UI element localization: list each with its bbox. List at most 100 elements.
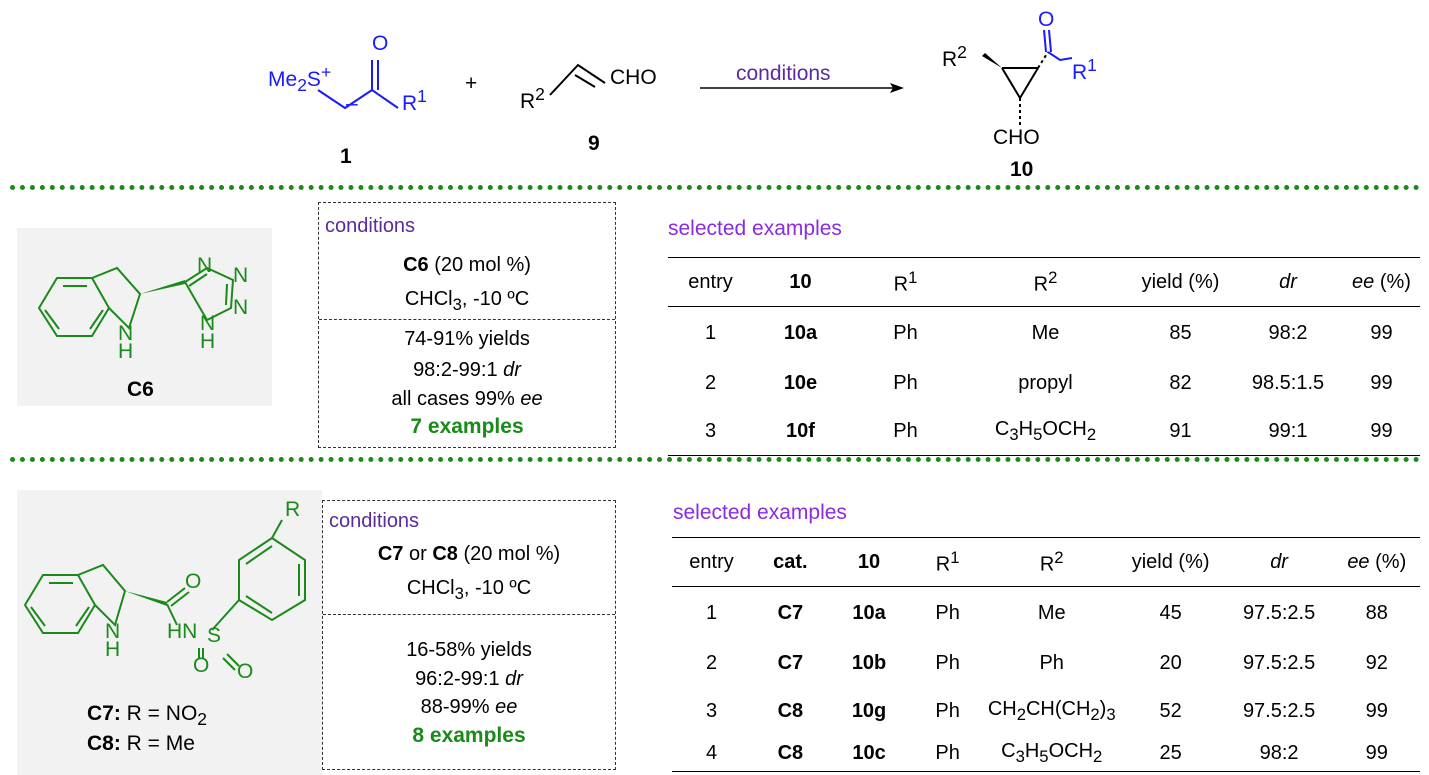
- selected-examples-title-1: selected examples: [668, 217, 842, 240]
- table-cell: 97.5:2.5: [1242, 651, 1316, 674]
- table-cell: Ph: [848, 407, 963, 456]
- table-cell: 99: [1343, 407, 1420, 456]
- compound-10-label: 10: [1010, 158, 1034, 181]
- table-header-cell: dr: [1233, 257, 1343, 307]
- table-cell: Me: [1037, 601, 1066, 624]
- aryl-r: R: [285, 498, 301, 521]
- table-cell: 25: [1116, 735, 1225, 772]
- table-cell: C3H5OCH2: [986, 735, 1117, 772]
- table-cell: C8: [751, 735, 830, 772]
- tetrazole-n2: N: [233, 264, 249, 287]
- table-cell: 98:2: [1268, 321, 1308, 344]
- conditions-catalyst: C6 (20 mol %): [403, 254, 531, 276]
- conditions-examples: 7 examples: [410, 415, 524, 438]
- conditions-yields: 16-58% yields: [406, 639, 532, 661]
- table-cell: 4: [672, 735, 751, 772]
- tetrazole-h: H: [200, 330, 216, 353]
- table-cell: 10g: [851, 699, 887, 722]
- conditions-yields: 74-91% yields: [404, 328, 530, 350]
- conditions-catalyst: C7 or C8 (20 mol %): [377, 543, 561, 565]
- ylide-sulfonium: Me2S+: [268, 62, 332, 96]
- sulfonyl-o2: O: [237, 660, 254, 683]
- table-cell: C7: [777, 651, 804, 674]
- table-cell: 3: [668, 407, 753, 456]
- product-r2: R2: [942, 42, 967, 71]
- tetrazole-n1: N: [197, 254, 213, 277]
- table-cell: 10a: [783, 321, 818, 344]
- table-cell: 98.5:1.5: [1251, 371, 1325, 394]
- table-cell: C3H5OCH2: [963, 407, 1128, 456]
- amide-oxygen: O: [185, 570, 202, 593]
- table-cell: 2: [705, 651, 718, 674]
- table-header-cell: yield (%): [1128, 257, 1233, 307]
- table-cell: 99: [1370, 321, 1393, 344]
- indoline-h: H: [118, 340, 134, 363]
- ylide-charge: –: [346, 92, 358, 115]
- sulfonyl-s: S: [207, 624, 222, 647]
- table-header-cell: entry: [672, 537, 751, 587]
- ylide-bonds: [317, 60, 399, 110]
- compound-9-label: 9: [588, 132, 600, 155]
- conditions-dr: 96:2-99:1 dr: [415, 668, 523, 690]
- table-header-cell: R1: [848, 257, 963, 307]
- compound-1-label: 1: [340, 145, 352, 168]
- catalyst-c8-label: C8: R = Me: [87, 732, 195, 755]
- table-cell: 1: [705, 601, 718, 624]
- table-header-cell: 10: [753, 257, 848, 307]
- sulfonyl-o1: O: [193, 654, 210, 677]
- conditions-separator: [323, 614, 615, 615]
- table-cell: 97.5:2.5: [1242, 601, 1316, 624]
- table-cell: CH2CH(CH2)3: [987, 697, 1116, 724]
- conditions-solvent: CHCl3, -10 ºC: [406, 577, 532, 603]
- table-cell: 99: [1333, 735, 1420, 772]
- table-header-cell: entry: [668, 257, 753, 307]
- tetrazole-n4: N: [200, 312, 216, 335]
- conditions-separator: [319, 319, 615, 320]
- table-cell: 45: [1159, 601, 1182, 624]
- selected-examples-title-2: selected examples: [673, 501, 847, 524]
- table-cell: 52: [1159, 699, 1182, 722]
- table-cell: 97.5:2.5: [1242, 699, 1316, 722]
- conditions-examples: 8 examples: [412, 724, 526, 747]
- table-header-cell: ee (%): [1343, 257, 1420, 307]
- table-cell: 10c: [829, 735, 909, 772]
- table-header-cell: ee (%): [1333, 537, 1420, 587]
- divider-top: [10, 185, 1420, 190]
- cyclopropane-bonds: [982, 29, 1073, 125]
- table-cell: C8: [777, 699, 804, 722]
- indoline-n: N: [118, 322, 134, 345]
- catalyst-c7-label: C7: R = NO2: [87, 702, 208, 730]
- product-cho: CHO: [993, 126, 1040, 149]
- table-cell: Ph: [935, 699, 960, 722]
- product-oxygen: O: [1038, 8, 1055, 31]
- table-cell: Ph: [908, 735, 987, 772]
- table-header-cell: yield (%): [1116, 537, 1225, 587]
- table-header-cell: dr: [1224, 537, 1334, 587]
- table-header-cell: cat.: [751, 537, 830, 587]
- table-cell: 98:2: [1224, 735, 1334, 772]
- table-cell: 99: [1370, 371, 1393, 394]
- table-cell: 20: [1159, 651, 1182, 674]
- catalyst-c6-structure: [37, 266, 235, 337]
- table-header-cell: 10: [829, 537, 909, 587]
- conditions-title: conditions: [329, 510, 420, 532]
- indoline2-h: H: [105, 638, 121, 661]
- conditions-dr: 98:2-99:1 dr: [413, 359, 521, 381]
- table-cell: 1: [704, 321, 717, 344]
- ylide-r1: R1: [402, 86, 427, 115]
- table-cell: Ph: [893, 321, 918, 344]
- table-cell: Ph: [893, 371, 918, 394]
- catalyst-c6-label: C6: [127, 378, 154, 401]
- product-r1: R1: [1072, 55, 1097, 84]
- conditions-title: conditions: [325, 215, 416, 237]
- table-cell: 10e: [783, 371, 818, 394]
- table-cell: 82: [1169, 371, 1192, 394]
- enal-cho: CHO: [610, 66, 657, 89]
- catalyst-c7-c8-structure: [23, 519, 306, 671]
